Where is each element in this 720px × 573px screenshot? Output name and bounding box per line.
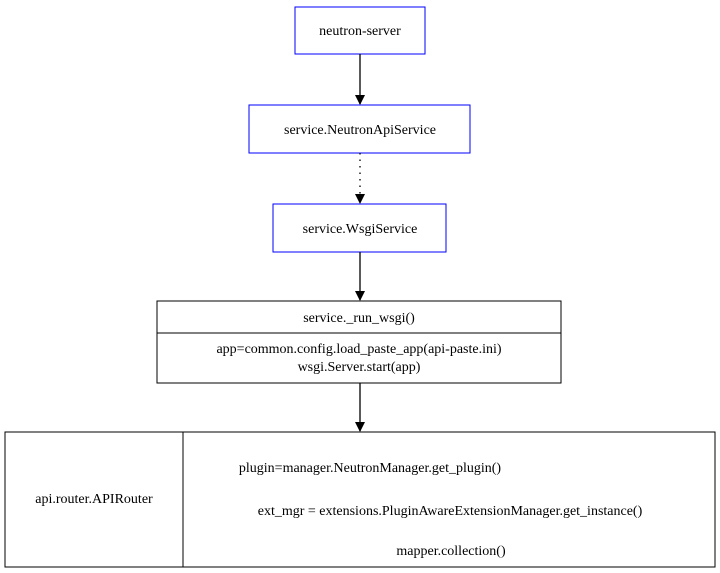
node-neutron-api-service-label: service.NeutronApiService — [284, 123, 436, 138]
node-api-router-line-1: plugin=manager.NeutronManager.get_plugin… — [239, 461, 501, 476]
node-wsgi-service-label: service.WsgiService — [303, 222, 418, 237]
node-api-router-line-3: mapper.collection() — [396, 544, 506, 559]
node-neutron-api-service: service.NeutronApiService — [248, 104, 471, 154]
node-run-wsgi-box — [156, 300, 562, 384]
node-api-router-line-2: ext_mgr = extensions.PluginAwareExtensio… — [258, 504, 643, 519]
node-run-wsgi-line-1: app=common.config.load_paste_app(api-pas… — [216, 342, 501, 357]
node-neutron-server: neutron-server — [294, 6, 426, 55]
node-run-wsgi-line-2: wsgi.Server.start(app) — [298, 360, 421, 375]
node-api-router-name: api.router.APIRouter — [35, 492, 153, 507]
node-neutron-server-label: neutron-server — [319, 24, 401, 39]
node-wsgi-service: service.WsgiService — [272, 203, 447, 253]
node-api-router: api.router.APIRouter plugin=manager.Neut… — [4, 431, 716, 568]
node-run-wsgi-title: service._run_wsgi() — [303, 311, 415, 326]
node-api-router-box — [4, 431, 716, 568]
node-run-wsgi: service._run_wsgi() app=common.config.lo… — [156, 300, 562, 384]
